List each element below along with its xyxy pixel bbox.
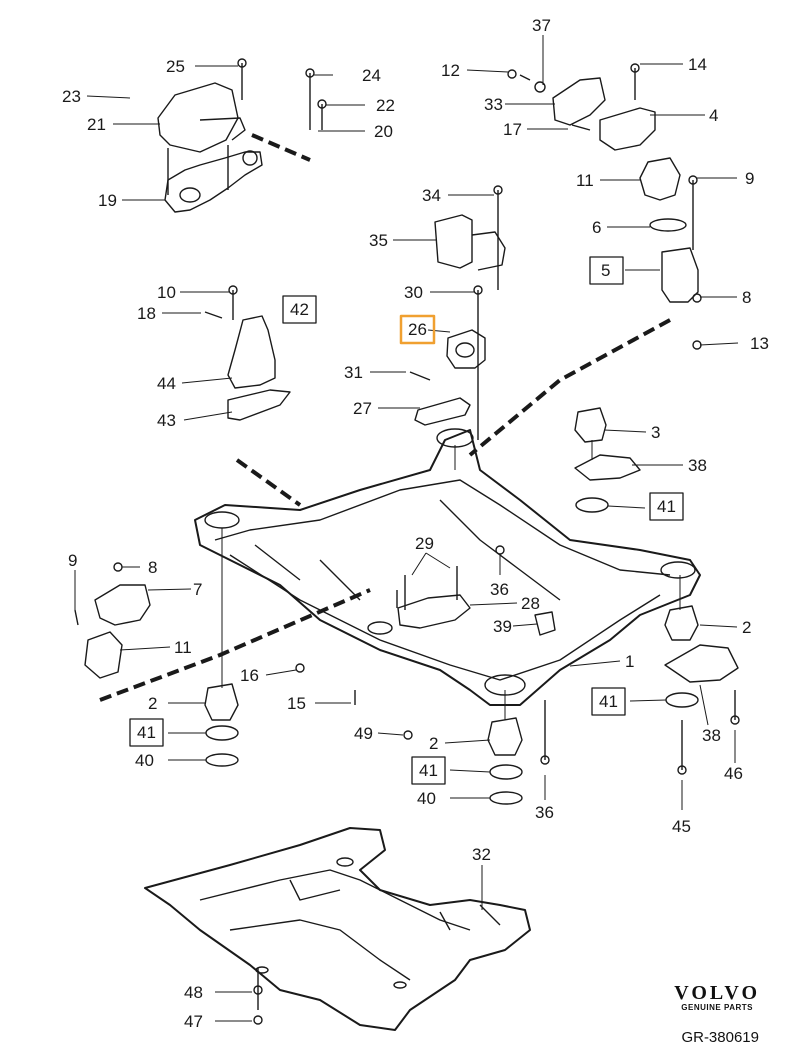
callout-14: 14: [688, 55, 707, 74]
callout-35: 35: [369, 231, 388, 250]
left-lower-mount[interactable]: [84, 584, 151, 679]
volvo-brand: VOLVO GENUINE PARTS: [674, 983, 760, 1012]
callout-2c: 2: [429, 734, 438, 753]
bracket-35-part[interactable]: [434, 214, 506, 271]
leader-lines: [74, 35, 739, 1022]
bracket-44-part[interactable]: [227, 315, 291, 421]
highlight-box-26: [399, 314, 436, 345]
callout-29: 29: [415, 534, 434, 553]
callout-37: 37: [532, 16, 551, 35]
callout-41c: 41: [419, 761, 438, 780]
callout-41b: 41: [137, 723, 156, 742]
genuine-parts-label: GENUINE PARTS: [681, 1003, 753, 1012]
boxed-callout-frames: [129, 256, 684, 785]
callout-38b: 38: [702, 726, 721, 745]
callout-18: 18: [137, 304, 156, 323]
lower-bushings[interactable]: [204, 605, 739, 805]
callout-9a: 9: [745, 169, 754, 188]
callout-28: 28: [521, 594, 540, 613]
callout-40a: 40: [135, 751, 154, 770]
left-mount-parts[interactable]: [157, 82, 263, 213]
callout-15: 15: [287, 694, 306, 713]
callout-21: 21: [87, 115, 106, 134]
callout-2a: 2: [742, 618, 751, 637]
callout-1: 1: [625, 652, 634, 671]
callout-22: 22: [376, 96, 395, 115]
callout-2b: 2: [148, 694, 157, 713]
bracket-26-part[interactable]: [414, 329, 486, 426]
callout-3: 3: [651, 423, 660, 442]
callout-19: 19: [98, 191, 117, 210]
callout-34: 34: [422, 186, 441, 205]
right-mount-parts[interactable]: [552, 77, 699, 303]
callout-49: 49: [354, 724, 373, 743]
callout-4: 4: [709, 106, 718, 125]
callout-6: 6: [592, 218, 601, 237]
callout-32: 32: [472, 845, 491, 864]
callout-7: 7: [193, 580, 202, 599]
callout-10: 10: [157, 283, 176, 302]
callout-44: 44: [157, 374, 176, 393]
callout-42: 42: [290, 300, 309, 319]
callout-12: 12: [441, 61, 460, 80]
callout-33: 33: [484, 95, 503, 114]
callout-20: 20: [374, 122, 393, 141]
callout-39: 39: [493, 617, 512, 636]
callout-25: 25: [166, 57, 185, 76]
callout-48: 48: [184, 983, 203, 1002]
relation-lines: [221, 440, 681, 720]
callout-11b: 11: [174, 638, 192, 657]
callout-38a: 38: [688, 456, 707, 475]
callout-27: 27: [353, 399, 372, 418]
callout-26: 26: [408, 320, 427, 339]
callout-24: 24: [362, 66, 381, 85]
callout-31: 31: [344, 363, 363, 382]
callout-11a: 11: [576, 171, 594, 190]
callout-45: 45: [672, 817, 691, 836]
callout-47: 47: [184, 1012, 203, 1031]
callout-46: 46: [724, 764, 743, 783]
callout-9b: 9: [68, 551, 77, 570]
right-front-bushings[interactable]: [574, 407, 641, 513]
callout-8a: 8: [742, 288, 751, 307]
callout-41d: 41: [599, 692, 618, 711]
diagram-reference: GR-380619: [681, 1029, 759, 1046]
assembly-guide-lines: [99, 133, 671, 702]
bolts[interactable]: [74, 58, 740, 1025]
callout-5: 5: [601, 261, 610, 280]
callout-43: 43: [157, 411, 176, 430]
callout-8b: 8: [148, 558, 157, 577]
callout-30: 30: [404, 283, 423, 302]
callout-36a: 36: [490, 580, 509, 599]
skid-plate-part[interactable]: [144, 827, 531, 1031]
callout-16: 16: [240, 666, 259, 685]
callout-40b: 40: [417, 789, 436, 808]
callout-13: 13: [750, 334, 769, 353]
callout-23: 23: [62, 87, 81, 106]
callout-41a: 41: [657, 497, 676, 516]
callout-labels: 37 25 24 14 23 12 22 33 4 21 20 17 11 9 …: [62, 16, 769, 1031]
callout-36b: 36: [535, 803, 554, 822]
center-bracket[interactable]: [397, 594, 556, 636]
callout-17: 17: [503, 120, 522, 139]
volvo-logo: VOLVO: [674, 982, 760, 1004]
